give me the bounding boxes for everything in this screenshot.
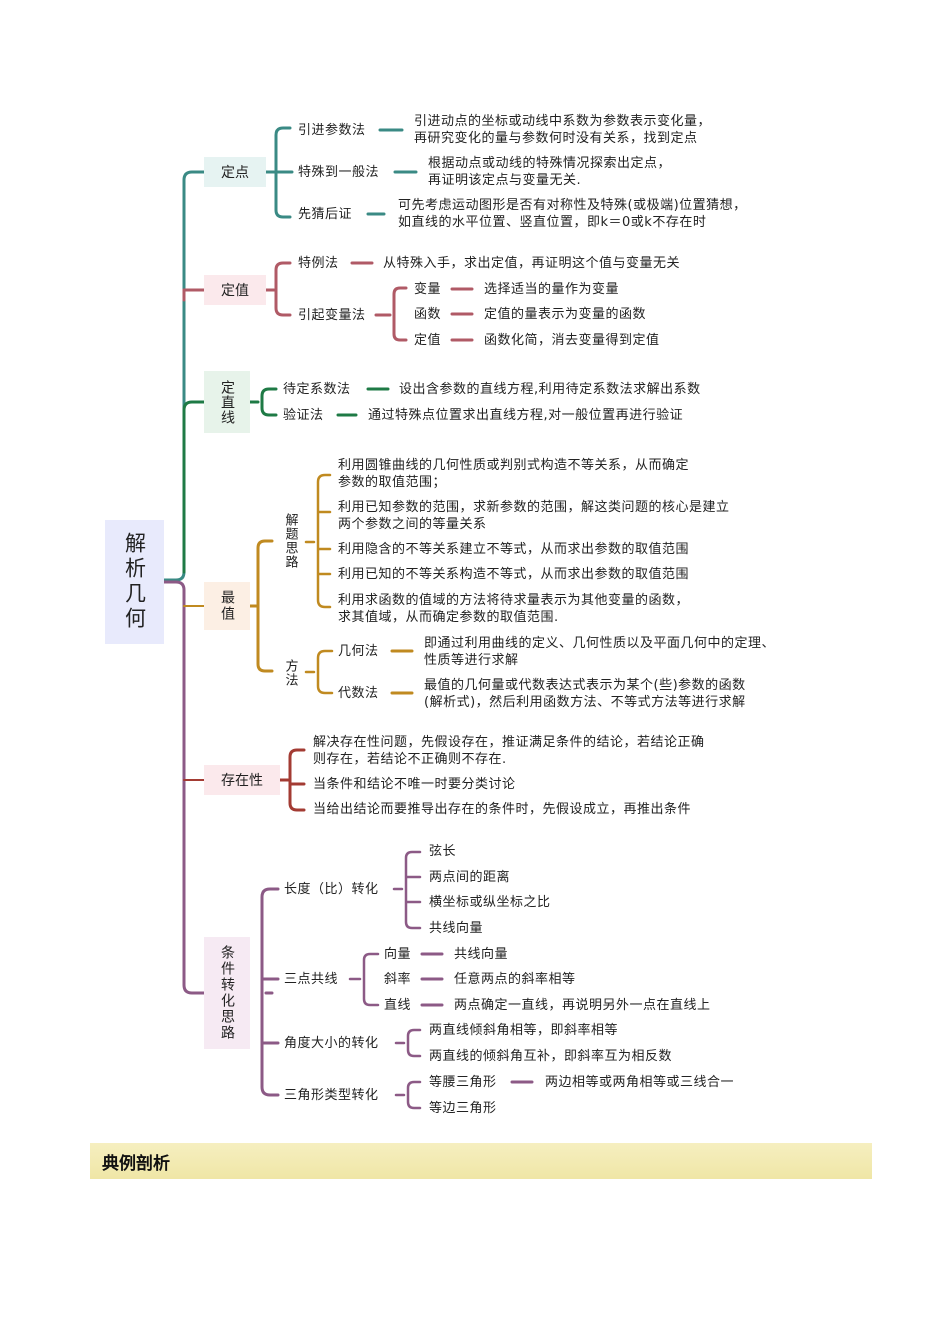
branch-zuizhi: 最值 xyxy=(204,582,250,630)
sub-label: 向量 xyxy=(384,947,412,962)
method-desc: (解析式)，然后利用函数方法、不等式方法等进行求解 xyxy=(424,695,746,710)
item-text: 横坐标或纵坐标之比 xyxy=(429,895,551,910)
method-label: 先猜后证 xyxy=(298,207,353,222)
method-desc: 性质等进行求解 xyxy=(424,653,519,668)
branch-cunzaixing: 存在性 xyxy=(204,765,280,795)
branch-label: 定值 xyxy=(221,283,249,299)
method-label: 待定系数法 xyxy=(283,382,351,397)
section-banner: 典例剖析 xyxy=(90,1143,872,1179)
sub-label: 长度（比）转化 xyxy=(284,882,379,897)
idea-text: 利用隐含的不等关系建立不等式，从而求出参数的取值范围 xyxy=(338,542,690,557)
branch-label: 条件转化思路 xyxy=(219,945,235,1041)
item-text: 两边相等或两角相等或三线合一 xyxy=(545,1075,735,1090)
sub-label: 三角形类型转化 xyxy=(284,1088,379,1103)
item-text: 等边三角形 xyxy=(429,1101,497,1116)
item-text: 两点间的距离 xyxy=(429,870,511,885)
item-text: 当给出结论而要推导出存在的条件时，先假设成立，再推出条件 xyxy=(313,802,692,817)
sub-label: 三点共线 xyxy=(284,972,339,987)
root-label: 解析几何 xyxy=(122,532,147,632)
sub-desc: 函数化简，消去变量得到定值 xyxy=(484,333,660,348)
item-text: 任意两点的斜率相等 xyxy=(454,972,576,987)
sub-label: 变量 xyxy=(414,282,442,297)
item-text: 弦长 xyxy=(429,844,457,859)
item-text: 等腰三角形 xyxy=(429,1075,497,1090)
method-desc: 即通过利用曲线的定义、几何性质以及平面几何中的定理、 xyxy=(424,636,776,651)
method-desc: 如直线的水平位置、竖直位置，即k＝0或k不存在时 xyxy=(398,215,707,230)
method-label: 代数法 xyxy=(338,686,379,701)
item-text: 共线向量 xyxy=(429,921,484,936)
method-desc: 再研究变化的量与参数何时没有关系，找到定点 xyxy=(414,131,698,146)
branch-dingzhi: 定值 xyxy=(204,275,266,305)
idea-text: 求其值域，从而确定参数的取值范围. xyxy=(338,610,559,625)
branch-label: 定直线 xyxy=(219,379,235,425)
root-node: 解析几何 xyxy=(105,520,164,644)
sub-label: 函数 xyxy=(414,307,442,322)
item-text: 则存在，若结论不正确则不存在. xyxy=(313,752,507,767)
idea-text: 利用已知参数的范围，求新参数的范围，解这类问题的核心是建立 xyxy=(338,500,730,515)
sub-label: 定值 xyxy=(414,333,442,348)
branch-label: 存在性 xyxy=(221,773,263,789)
method-desc: 引进动点的坐标或动线中系数为参数表示变化量， xyxy=(414,114,712,129)
branch-label: 定点 xyxy=(221,165,249,181)
item-text: 当条件和结论不唯一时要分类讨论 xyxy=(313,777,516,792)
method-desc: 再证明该定点与变量无关. xyxy=(428,173,582,188)
sub-label: 斜率 xyxy=(384,972,412,987)
item-text: 共线向量 xyxy=(454,947,509,962)
method-desc: 可先考虑运动图形是否有对称性及特殊(或极端)位置猜想， xyxy=(398,198,747,213)
method-desc: 设出含参数的直线方程,利用待定系数法求解出系数 xyxy=(399,382,701,397)
method-desc: 通过特殊点位置求出直线方程,对一般位置再进行验证 xyxy=(368,408,684,423)
branch-dingdian: 定点 xyxy=(204,157,266,187)
branch-tiaojian: 条件转化思路 xyxy=(204,937,250,1049)
section-title: 典例剖析 xyxy=(102,1153,170,1174)
idea-text: 两个参数之间的等量关系 xyxy=(338,517,487,532)
branch-dingzhixian: 定直线 xyxy=(204,371,250,433)
item-text: 两直线倾斜角相等，即斜率相等 xyxy=(429,1023,619,1038)
sub-desc: 选择适当的量作为变量 xyxy=(484,282,620,297)
method-desc: 最值的几何量或代数表达式表示为某个(些)参数的函数 xyxy=(424,678,746,693)
idea-text: 参数的取值范围； xyxy=(338,475,447,490)
method-desc: 从特殊入手，求出定值，再证明这个值与变量无关 xyxy=(383,256,681,271)
sub-label: 直线 xyxy=(384,998,412,1013)
method-label: 引起变量法 xyxy=(298,308,366,323)
idea-text: 利用已知的不等关系构造不等式，从而求出参数的取值范围 xyxy=(338,567,690,582)
sub-desc: 定值的量表示为变量的函数 xyxy=(484,307,647,322)
sub-label: 角度大小的转化 xyxy=(284,1036,379,1051)
method-label: 引进参数法 xyxy=(298,123,366,138)
sub-jieti: 解题思路 xyxy=(282,513,298,569)
idea-text: 利用圆锥曲线的几何性质或判别式构造不等关系，从而确定 xyxy=(338,458,690,473)
branch-label: 最值 xyxy=(219,590,235,622)
item-text: 两直线的倾斜角互补，即斜率互为相反数 xyxy=(429,1049,673,1064)
sub-fangfa: 方法 xyxy=(282,659,298,687)
item-text: 解决存在性问题，先假设存在，推证满足条件的结论，若结论正确 xyxy=(313,735,705,750)
method-label: 几何法 xyxy=(338,644,379,659)
method-label: 特殊到一般法 xyxy=(298,165,380,180)
method-label: 验证法 xyxy=(283,408,324,423)
item-text: 两点确定一直线，再说明另外一点在直线上 xyxy=(454,998,711,1013)
idea-text: 利用求函数的值域的方法将待求量表示为其他变量的函数， xyxy=(338,593,690,608)
method-label: 特例法 xyxy=(298,256,339,271)
method-desc: 根据动点或动线的特殊情况探索出定点， xyxy=(428,156,672,171)
